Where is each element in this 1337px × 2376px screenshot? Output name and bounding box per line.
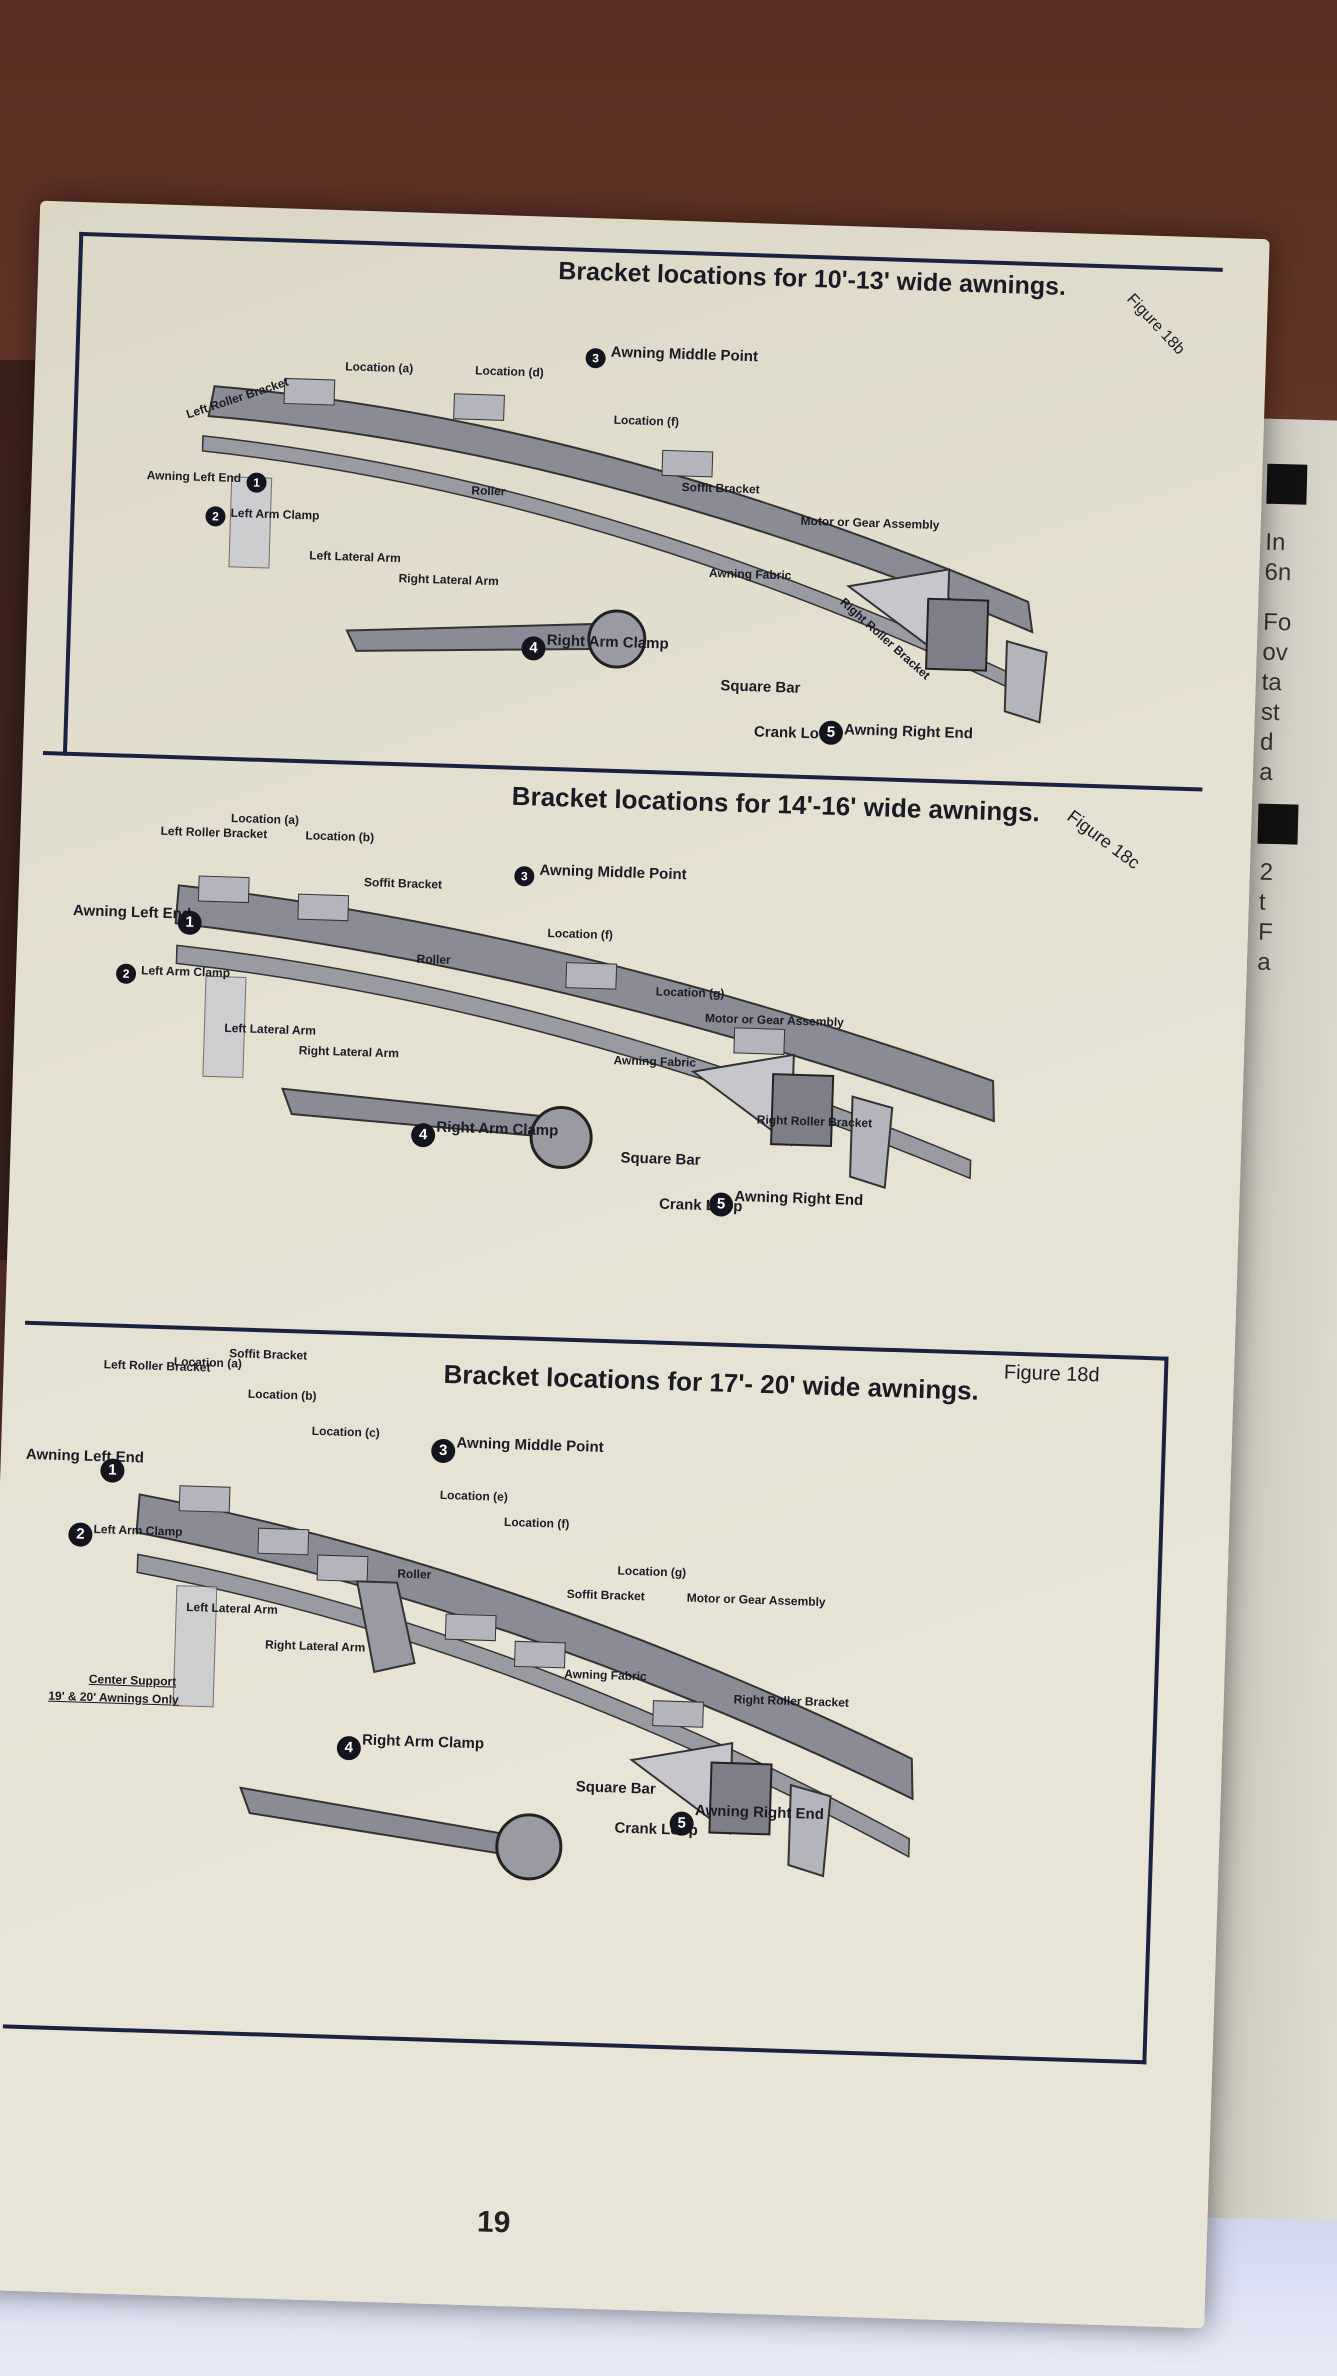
left-lateral-arm-label: Left Lateral Arm (309, 548, 402, 566)
page-number: 19 (476, 2205, 511, 2240)
location-f-label: Location (f) (613, 412, 680, 429)
soffit-bracket-label: Soffit Bracket (363, 875, 443, 892)
location-c-label: Location (c) (311, 1423, 380, 1440)
page-fragment: ov (1262, 638, 1289, 667)
awning-diagram (201, 377, 1048, 724)
section-tab (1257, 803, 1299, 845)
page-fragment: 2 (1259, 858, 1274, 887)
page-fragment: a (1258, 758, 1274, 786)
square-bar-label: Square Bar (575, 1778, 657, 1798)
location-f-label: Location (f) (503, 1514, 570, 1531)
square-bar-label: Square Bar (720, 677, 801, 697)
page-fragment: ta (1261, 668, 1283, 697)
manual-page: Bracket locations for 10'-13' wide awnin… (0, 200, 1270, 2329)
left-end-label: Awning Left End (146, 468, 242, 486)
left-end-label: Awning Left End (25, 1445, 145, 1467)
awning-fabric-label: Awning Fabric (613, 1053, 697, 1070)
awning-diagram (135, 1485, 914, 1881)
left-lateral-arm-label: Left Lateral Arm (224, 1020, 317, 1038)
left-arm-clamp-label: Left Arm Clamp (93, 1522, 183, 1539)
page-fragment: st (1260, 698, 1280, 727)
location-a-label: Location (a) (230, 810, 300, 828)
location-b-label: Location (b) (247, 1386, 317, 1403)
page-fragment: F (1257, 918, 1274, 947)
figure-label: Figure 18d (1003, 1361, 1100, 1387)
location-g-label: Location (g) (617, 1563, 687, 1580)
roller-label: Roller (416, 951, 451, 967)
center-support-label: Center Support (88, 1671, 177, 1689)
location-g-label: Location (g) (655, 984, 725, 1001)
soffit-bracket-label: Soffit Bracket (566, 1586, 646, 1604)
roller-label: Roller (397, 1566, 432, 1582)
left-lateral-arm-label: Left Lateral Arm (185, 1599, 278, 1617)
page-fragment: 6n (1264, 558, 1292, 587)
awning-fabric-label: Awning Fabric (708, 565, 792, 583)
page-fragment: d (1259, 728, 1274, 756)
location-a-label: Location (a) (345, 359, 414, 376)
awning-fabric-label: Awning Fabric (564, 1666, 647, 1684)
page-fragment: In (1264, 528, 1286, 557)
roller-label: Roller (471, 483, 506, 499)
location-f-label: Location (f) (547, 925, 614, 943)
section-tab (1266, 463, 1308, 505)
page-fragment: a (1256, 948, 1272, 976)
left-arm-clamp-label: Left Arm Clamp (230, 505, 320, 523)
soffit-bracket-label: Soffit Bracket (681, 479, 760, 497)
page-fragment: Fo (1262, 608, 1292, 637)
square-bar-label: Square Bar (620, 1149, 701, 1169)
location-b-label: Location (b) (305, 828, 375, 845)
soffit-bracket-label: Soffit Bracket (228, 1346, 308, 1363)
page-fragment: t (1258, 888, 1266, 916)
location-d-label: Location (d) (474, 363, 545, 380)
location-e-label: Location (e) (439, 1487, 509, 1505)
left-end-label: Awning Left End (72, 902, 192, 923)
left-arm-clamp-label: Left Arm Clamp (140, 963, 231, 981)
awning-diagram (174, 875, 995, 1190)
